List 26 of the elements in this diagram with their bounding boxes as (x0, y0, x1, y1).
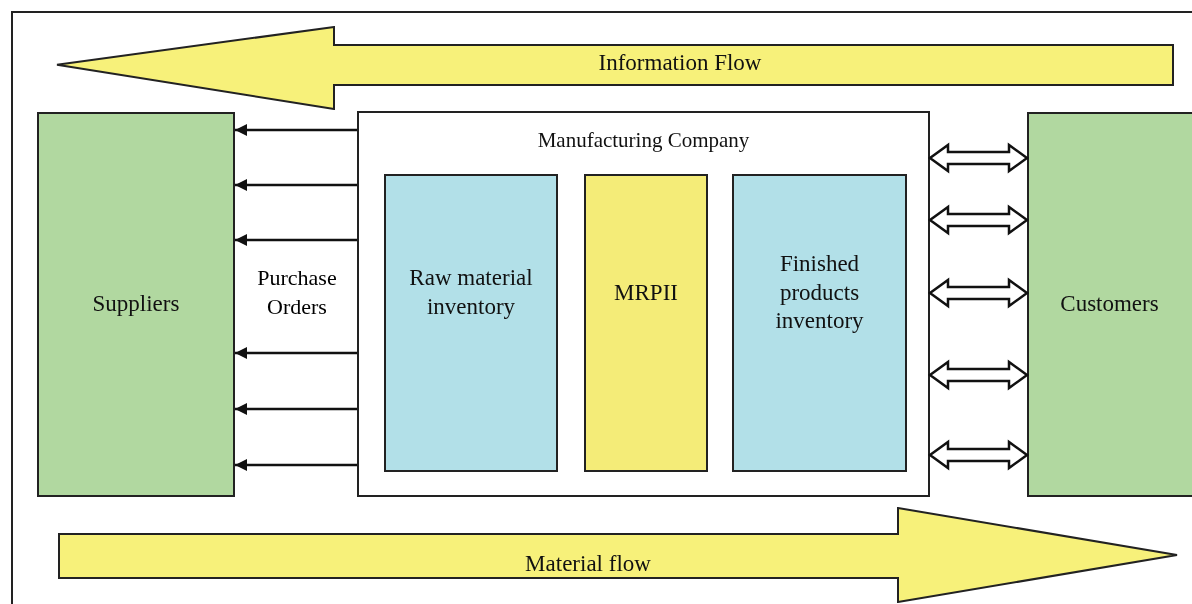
node-label: Customers (1060, 290, 1159, 319)
double-arrow (927, 204, 1030, 236)
double-arrow (927, 277, 1030, 309)
process-box (384, 174, 558, 472)
process-box (1027, 112, 1192, 497)
node-label: Suppliers (92, 290, 180, 319)
process-box (37, 112, 235, 497)
double-arrow (927, 439, 1030, 471)
node-label: MRPII (614, 278, 678, 307)
node-label: Raw material inventory (408, 264, 534, 321)
annotation-text: Purchase Orders (256, 264, 338, 321)
group-title: Manufacturing Company (537, 127, 750, 154)
arrow (235, 124, 357, 136)
node-label: Finished products inventory (774, 249, 865, 336)
arrow (235, 347, 357, 359)
process-box (584, 174, 708, 472)
node-label: Material flow (525, 549, 651, 578)
arrow (235, 179, 357, 191)
process-box (732, 174, 907, 472)
double-arrow (927, 142, 1030, 174)
double-arrow (927, 359, 1030, 391)
arrow (235, 234, 357, 246)
arrow (235, 403, 357, 415)
node-label: Information Flow (598, 48, 762, 77)
arrow (235, 459, 357, 471)
group-box (357, 111, 930, 497)
